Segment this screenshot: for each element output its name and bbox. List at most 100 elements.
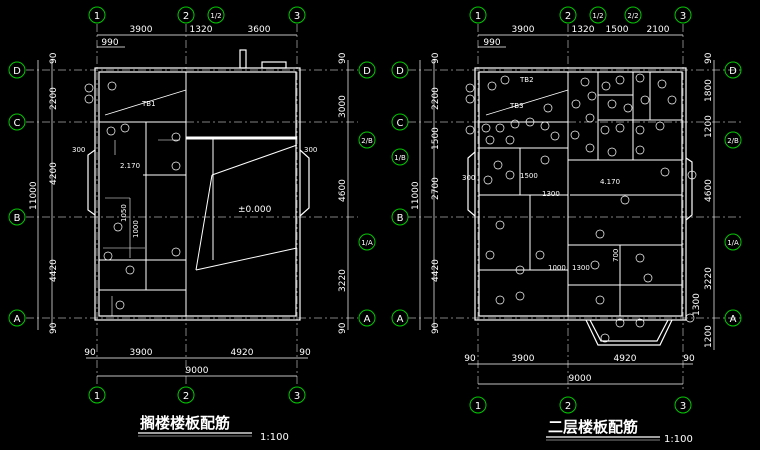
right-top-dim-4: 2100	[647, 25, 670, 35]
right-bottom-axis-2: 2	[559, 396, 577, 414]
right-left-dim-4: 4420	[431, 259, 441, 282]
svg-text:2/B: 2/B	[727, 137, 739, 145]
left-left-total: 11000	[29, 181, 39, 210]
svg-text:3: 3	[680, 401, 686, 412]
right-top-dim-1: 3900	[512, 25, 535, 35]
left-bottom-total: 9000	[186, 366, 209, 376]
right-label-300: 300	[462, 174, 475, 182]
left-label-1050: 1050	[120, 204, 128, 222]
svg-text:2: 2	[183, 391, 189, 402]
svg-text:A: A	[730, 314, 737, 325]
right-bottom-axis-3: 3	[674, 396, 692, 414]
right-top-axis-2-2: 2/2	[624, 6, 642, 24]
right-top-dim-small: 990	[483, 38, 500, 48]
left-left-dim-1: 2200	[49, 87, 59, 110]
left-right-dim-4: 90	[338, 322, 348, 334]
svg-text:1/A: 1/A	[727, 239, 739, 247]
right-top-dim-3: 1500	[606, 25, 629, 35]
left-label-tb1: TB1	[141, 100, 156, 108]
right-right-dim-4: 3220	[704, 267, 714, 290]
right-left-axis-C: C	[391, 113, 409, 131]
svg-text:1/A: 1/A	[361, 239, 373, 247]
right-bottom-dim-3: 90	[683, 354, 695, 364]
left-top-axis-1-2: 1/2	[207, 6, 225, 24]
left-left-dim-2: 4200	[49, 162, 59, 185]
left-bottom-dim-0: 90	[84, 348, 96, 358]
svg-text:2: 2	[565, 11, 571, 22]
right-plan-scale: 1:100	[664, 434, 693, 445]
right-bottom-total: 9000	[569, 374, 592, 384]
left-left-axis-C: C	[8, 113, 26, 131]
svg-text:1: 1	[475, 401, 481, 412]
svg-text:D: D	[363, 66, 371, 77]
left-right-dim-0: 90	[338, 52, 348, 64]
left-top-dim-small: 990	[101, 38, 118, 48]
right-left-dim-3: 2700	[431, 177, 441, 200]
right-bottom-dim-2: 4920	[614, 354, 637, 364]
right-right-dim-3: 4600	[704, 179, 714, 202]
left-top-axis-2: 2	[177, 6, 195, 24]
svg-text:2: 2	[183, 11, 189, 22]
left-label-1000: 1000	[132, 220, 140, 238]
right-top-axis-1: 1	[469, 6, 487, 24]
left-right-dim-3: 3220	[338, 269, 348, 292]
right-label-1300b: 1300	[572, 264, 590, 272]
right-top-dim-2: 1320	[572, 25, 595, 35]
left-right-dim-1: 3000	[338, 95, 348, 118]
right-bottom-axis-1: 1	[469, 396, 487, 414]
right-left-axis-A: A	[391, 309, 409, 327]
left-right-axis-D: D	[358, 61, 376, 79]
right-right-axis-2B: 2/B	[724, 131, 742, 149]
svg-text:1: 1	[475, 11, 481, 22]
left-top-dim-3: 3600	[248, 25, 271, 35]
right-left-axis-B: B	[391, 208, 409, 226]
left-left-dim-0: 90	[49, 52, 59, 64]
right-plan-title: 二层楼板配筋	[548, 418, 638, 436]
right-top-axis-1-2: 1/2	[589, 6, 607, 24]
right-left-dim-0: 90	[431, 52, 441, 64]
svg-text:3: 3	[680, 11, 686, 22]
left-bottom-axis-1: 1	[88, 386, 106, 404]
right-label-tb3: TB3	[509, 102, 524, 110]
svg-text:D: D	[729, 66, 737, 77]
right-right-axis-D: D	[724, 61, 742, 79]
left-bottom-dim-2: 4920	[231, 348, 254, 358]
svg-text:3: 3	[294, 11, 300, 22]
right-left-axis-1B: 1/B	[391, 148, 409, 166]
svg-text:C: C	[397, 118, 404, 129]
svg-text:A: A	[14, 314, 21, 325]
left-right-axis-1A: 1/A	[358, 233, 376, 251]
right-label-700: 700	[612, 249, 620, 262]
svg-text:D: D	[13, 66, 21, 77]
left-left-axis-A: A	[8, 309, 26, 327]
left-bottom-axis-3: 3	[288, 386, 306, 404]
left-plan-title: 搁楼楼板配筋	[140, 414, 230, 432]
svg-text:1/2: 1/2	[592, 12, 603, 20]
right-right-dim-5: 1300	[692, 293, 702, 316]
svg-text:1: 1	[94, 391, 100, 402]
right-right-dim-1: 1800	[704, 79, 714, 102]
right-label-tb2: TB2	[519, 76, 534, 84]
right-left-total: 11000	[411, 181, 421, 210]
svg-text:2/B: 2/B	[361, 137, 373, 145]
svg-text:D: D	[396, 66, 404, 77]
left-right-axis-2B: 2/B	[358, 131, 376, 149]
right-label-1500: 1500	[520, 172, 538, 180]
left-top-dim-1: 3900	[130, 25, 153, 35]
right-top-axis-2: 2	[559, 6, 577, 24]
right-right-dim-0: 90	[704, 52, 714, 64]
right-top-axis-3: 3	[674, 6, 692, 24]
left-plan-scale: 1:100	[260, 432, 289, 443]
left-top-axis-3: 3	[288, 6, 306, 24]
svg-text:1: 1	[94, 11, 100, 22]
svg-text:1/2: 1/2	[210, 12, 221, 20]
right-right-dim-2: 1200	[704, 115, 714, 138]
left-top-axis-1: 1	[88, 6, 106, 24]
left-label-2170: 2.170	[120, 162, 140, 170]
left-left-axis-D: D	[8, 61, 26, 79]
left-top-dim-2: 1320	[190, 25, 213, 35]
svg-text:C: C	[14, 118, 21, 129]
right-bottom-dim-0: 90	[464, 354, 476, 364]
right-right-axis-A: A	[724, 309, 742, 327]
